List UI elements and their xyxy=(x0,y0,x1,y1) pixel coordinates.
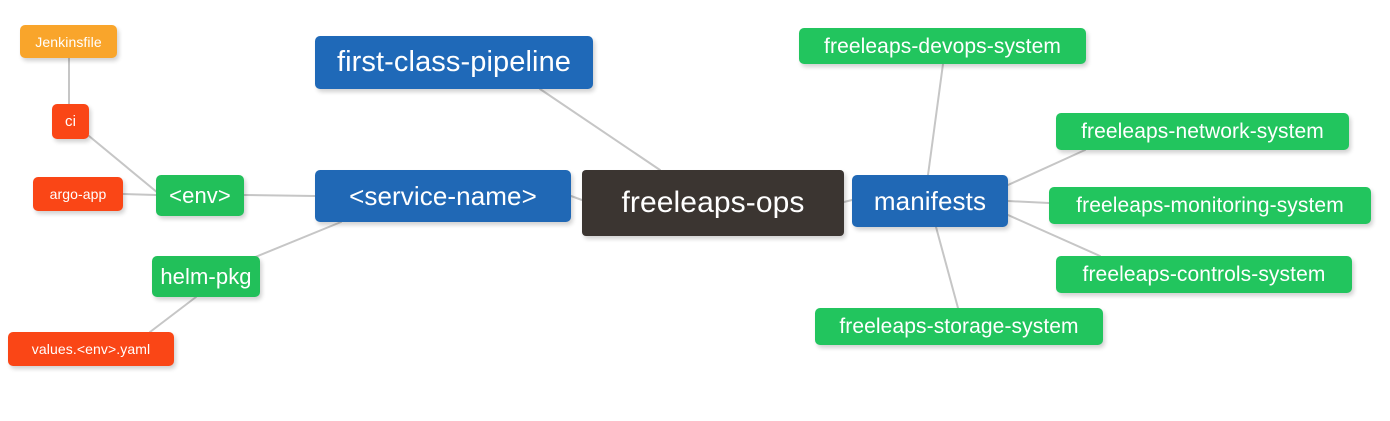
node-label: ci xyxy=(64,113,77,130)
mindmap-node-argo-app[interactable]: argo-app xyxy=(33,177,123,211)
node-label: <env> xyxy=(169,182,231,208)
edge-pipeline-to-root xyxy=(539,88,661,171)
edge-manifests-to-devops-sys xyxy=(927,63,944,176)
edge-manifests-to-storage-sys xyxy=(935,226,959,309)
edge-env-to-service-name xyxy=(243,194,316,197)
node-label: argo-app xyxy=(49,186,107,202)
node-label: first-class-pipeline xyxy=(336,46,572,78)
node-label: freeleaps-storage-system xyxy=(839,315,1079,338)
edge-helm-pkg-to-service-name xyxy=(247,221,342,261)
node-label: freeleaps-ops xyxy=(621,186,805,219)
node-label: freeleaps-monitoring-system xyxy=(1076,194,1344,217)
edge-manifests-to-controls-sys xyxy=(1007,214,1101,257)
edge-root-to-manifests xyxy=(843,199,853,203)
node-label: freeleaps-network-system xyxy=(1081,120,1324,143)
edge-manifests-to-monitoring-sys xyxy=(1007,200,1050,204)
mindmap-node-network-sys[interactable]: freeleaps-network-system xyxy=(1056,113,1349,150)
mindmap-node-manifests[interactable]: manifests xyxy=(852,175,1008,227)
node-label: freeleaps-devops-system xyxy=(824,34,1061,58)
node-label: Jenkinsfile xyxy=(35,33,102,50)
edge-service-name-to-root xyxy=(570,195,583,201)
mindmap-node-devops-sys[interactable]: freeleaps-devops-system xyxy=(799,28,1086,64)
mindmap-node-monitoring-sys[interactable]: freeleaps-monitoring-system xyxy=(1049,187,1371,224)
mindmap-node-root[interactable]: freeleaps-ops xyxy=(582,170,844,236)
edge-ci-to-env xyxy=(88,135,159,194)
node-label: values.<env>.yaml xyxy=(31,341,151,357)
mindmap-node-ci[interactable]: ci xyxy=(52,104,89,139)
mindmap-node-storage-sys[interactable]: freeleaps-storage-system xyxy=(815,308,1103,345)
node-label: freeleaps-controls-system xyxy=(1082,263,1326,286)
mindmap-node-service-name[interactable]: <service-name> xyxy=(315,170,571,222)
node-label: <service-name> xyxy=(349,181,537,211)
edge-argo-app-to-env xyxy=(122,193,157,196)
mindmap-node-jenkinsfile[interactable]: Jenkinsfile xyxy=(20,25,117,58)
mindmap-node-pipeline[interactable]: first-class-pipeline xyxy=(315,36,593,89)
node-label: manifests xyxy=(873,186,987,216)
mindmap-node-helm-pkg[interactable]: helm-pkg xyxy=(152,256,260,297)
edge-values-yaml-to-helm-pkg xyxy=(149,296,197,333)
mindmap-node-controls-sys[interactable]: freeleaps-controls-system xyxy=(1056,256,1352,293)
node-label: helm-pkg xyxy=(160,263,252,289)
mindmap-node-env[interactable]: <env> xyxy=(156,175,244,216)
edge-manifests-to-network-sys xyxy=(1007,149,1086,186)
mindmap-node-values-yaml[interactable]: values.<env>.yaml xyxy=(8,332,174,366)
